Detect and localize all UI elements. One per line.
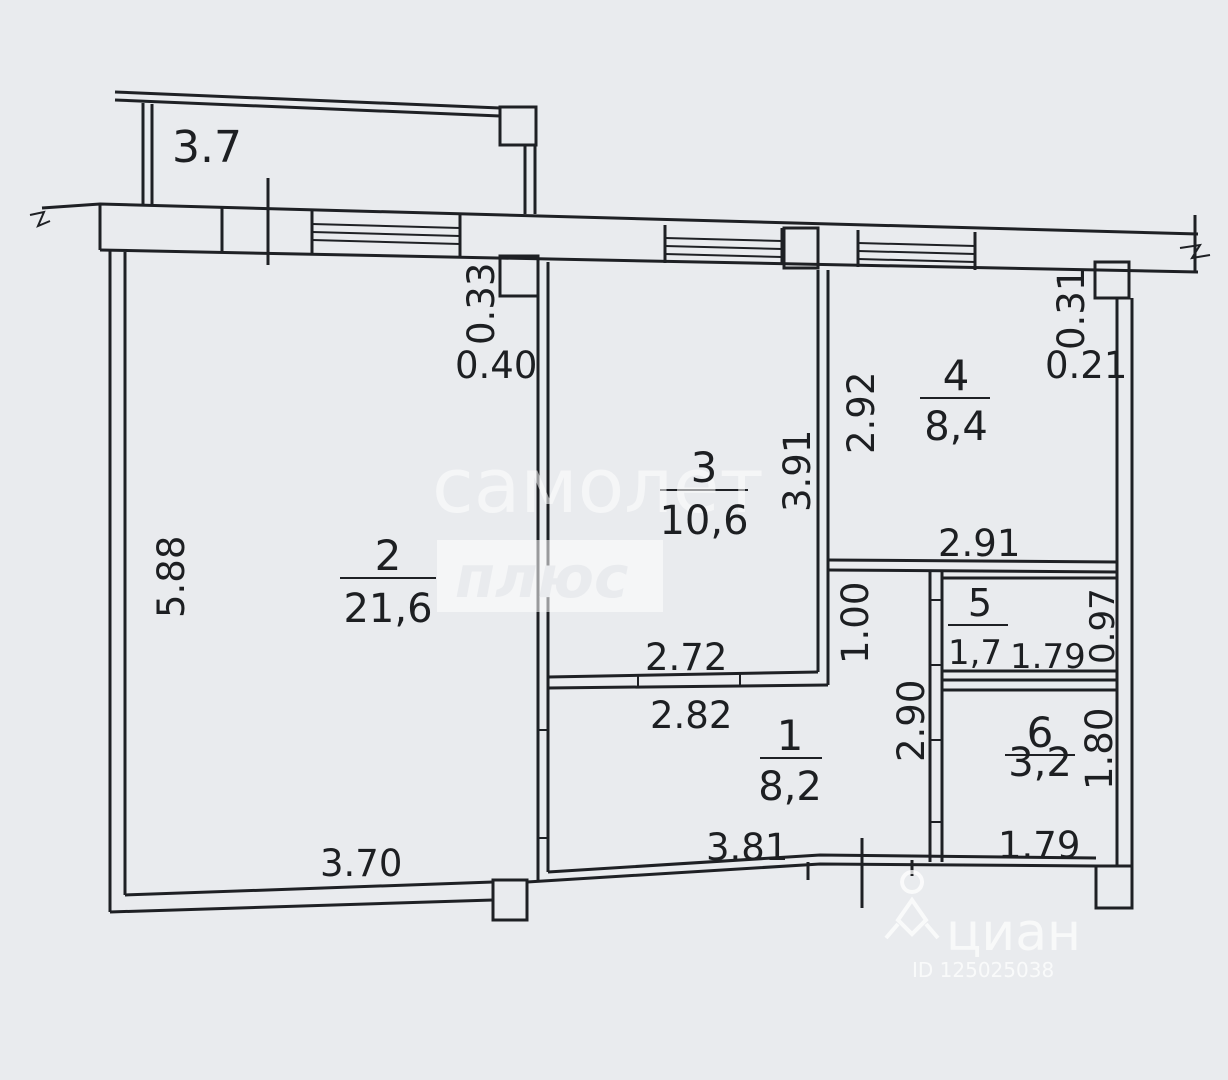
dim-room1-width: 3.81 [706,826,788,869]
watermark-brand: самолет [432,441,764,530]
room-6-number: 6 [1027,708,1054,757]
room-3-area: 10,6 [659,498,748,544]
dim-room4-width: 2.91 [938,522,1020,565]
room-1-area: 8,2 [758,764,822,810]
dim-room4-height: 2.92 [840,372,883,454]
bathroom-walls [928,572,1119,862]
room-3-number: 3 [691,443,718,492]
dim-pier-left-bottom: 0.40 [455,344,537,387]
samolet-watermark: самолет плюс [432,441,764,612]
room-4-number: 4 [943,351,970,400]
column [1094,864,1134,910]
room-2-area: 21,6 [343,586,432,632]
watermark-brand-box [437,540,663,612]
dim-pier-right-top: 0.31 [1050,268,1093,350]
dim-room3-width-outer: 2.82 [650,694,732,737]
room-4-area: 8,4 [924,404,988,450]
balcony [114,90,538,214]
room-5-number: 5 [968,581,992,625]
dim-corridor-gap: 1.00 [834,582,877,664]
watermark-brand-sub: плюс [455,543,628,611]
dim-room6-height: 1.80 [1078,708,1121,790]
room-2-number: 2 [375,531,402,580]
cian-watermark: циан ID 125025038 [884,870,1081,982]
dim-pier-left-top: 0.33 [460,263,503,345]
room-6-area: 3,2 [1008,740,1072,786]
cian-logo-icon [884,870,940,940]
dim-room2-height: 5.88 [150,536,193,618]
dim-room5-width: 1.79 [1010,637,1086,677]
dim-room3-height: 3.91 [776,430,819,512]
dim-pier-right-bottom: 0.21 [1045,344,1127,387]
dim-room5-height: 0.97 [1083,588,1123,664]
cian-listing-id: ID 125025038 [912,958,1054,982]
dim-room2-width: 3.70 [320,842,402,885]
column [1093,260,1131,300]
room-1-number: 1 [777,711,804,760]
cian-brand: циан [946,903,1081,963]
facade-wall [29,178,1211,274]
dim-room6-width: 1.79 [998,824,1080,867]
balcony-area: 3.7 [172,122,242,173]
dim-corridor-height: 2.90 [890,680,933,762]
room-5-area: 1,7 [948,633,1002,673]
dim-room3-width-inner: 2.72 [645,636,727,679]
room-3-walls [547,270,830,690]
